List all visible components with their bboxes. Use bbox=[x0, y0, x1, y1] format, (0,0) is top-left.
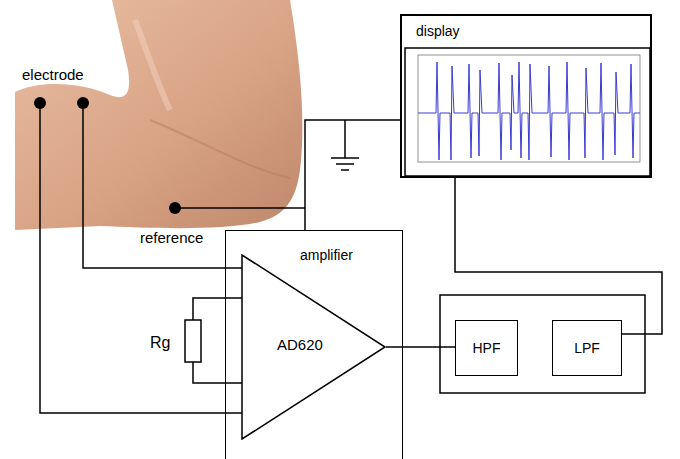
arm-shading bbox=[150, 120, 290, 178]
ground-symbol bbox=[331, 157, 359, 159]
wire bbox=[40, 103, 242, 413]
node-text: LPF bbox=[574, 340, 600, 356]
arm-shading bbox=[135, 20, 170, 110]
display-panel: display bbox=[400, 14, 652, 178]
ground-symbol bbox=[341, 169, 349, 171]
filter-block: LPF bbox=[552, 320, 622, 376]
wire bbox=[193, 362, 242, 383]
filter-box bbox=[440, 295, 645, 393]
amplifier-box: amplifierAD620 bbox=[225, 230, 403, 459]
resistor-symbol bbox=[185, 320, 201, 362]
wire bbox=[193, 298, 242, 320]
ground-symbol bbox=[344, 120, 346, 158]
ground-symbol bbox=[336, 163, 354, 165]
emg-signal bbox=[418, 62, 640, 160]
component-label: Rg bbox=[150, 334, 170, 352]
wire bbox=[455, 178, 662, 334]
plot-frame bbox=[405, 48, 650, 176]
wire bbox=[175, 207, 305, 209]
wire bbox=[83, 103, 242, 268]
wire bbox=[305, 120, 400, 230]
plot-axes bbox=[418, 55, 640, 162]
opamp-triangle: AD620 bbox=[241, 254, 386, 440]
wire bbox=[386, 346, 455, 348]
reference-label: reference bbox=[140, 229, 203, 246]
electrode-label: electrode bbox=[22, 66, 84, 83]
node-text: display bbox=[416, 23, 460, 39]
arm-photo bbox=[15, 0, 302, 230]
node-text: amplifier bbox=[300, 247, 353, 263]
node-text: HPF bbox=[473, 340, 501, 356]
filter-block: HPF bbox=[455, 320, 518, 376]
opamp-outline bbox=[242, 255, 385, 439]
node-text: AD620 bbox=[277, 336, 323, 353]
